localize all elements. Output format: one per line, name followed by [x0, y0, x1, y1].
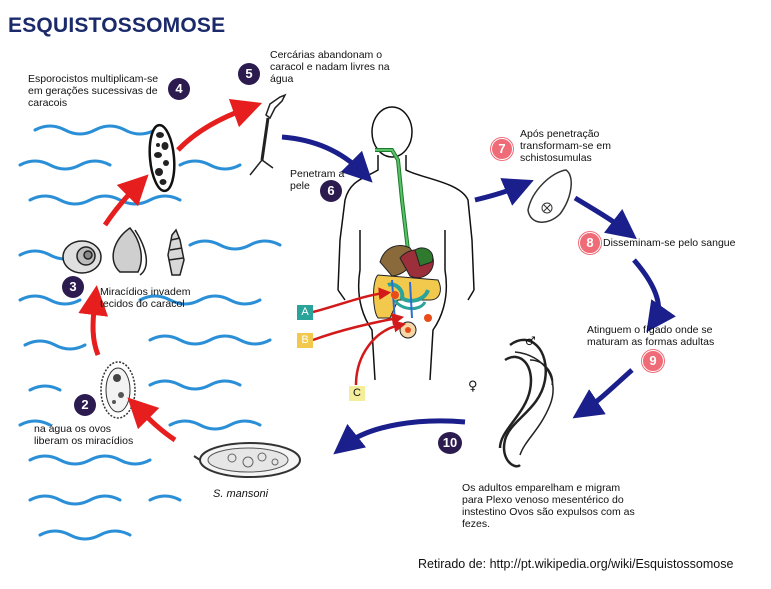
red-cycle-arrows	[78, 98, 263, 443]
entry-arrows	[312, 287, 407, 386]
step-text-4: Esporocistos multiplicam-se em gerações …	[28, 73, 159, 109]
step-text-7: Após penetração transformam-se em schist…	[520, 128, 612, 164]
step-badge-10: 10	[438, 432, 462, 454]
adult-worms-illustration	[498, 338, 554, 468]
arrow-cercaria-to-skin	[281, 134, 373, 183]
step-text-10: Os adultos emparelham e migram para Plex…	[462, 482, 635, 530]
schistosomula-illustration	[527, 169, 572, 223]
page-title: ESQUISTOSSOMOSE	[8, 14, 226, 37]
blue-cycle-arrows	[281, 134, 676, 455]
step-text-6: Penetram a pele	[290, 168, 345, 192]
female-symbol: ♀	[468, 379, 478, 394]
cercaria-illustration	[249, 93, 287, 176]
species-label: S. mansoni	[213, 488, 269, 500]
miracidium-illustration	[100, 361, 136, 419]
arrow-a	[312, 287, 392, 314]
arrow-sporocyst-to-cercaria	[176, 98, 263, 152]
step-badge-2: 2	[74, 394, 96, 416]
marker-a: A	[297, 305, 313, 320]
arrow-worms-to-egg	[333, 418, 466, 455]
step-text-9: Atinguem o fígado onde se maturam as for…	[587, 324, 715, 348]
arrow-schistosomula-to-blood	[573, 195, 637, 240]
egg-illustration	[193, 442, 301, 478]
digestive-organs-illustration	[373, 148, 441, 339]
snails-illustration	[62, 227, 185, 276]
water-waves	[18, 124, 282, 541]
marker-c: C	[349, 386, 365, 401]
step-badge-3: 3	[62, 276, 84, 298]
arrow-body-to-schistosomula	[474, 178, 534, 206]
arrow-miracidium-to-snail	[78, 285, 109, 356]
step-badge-5: 5	[238, 63, 260, 85]
arrow-liver-to-worms	[572, 368, 634, 419]
source-citation: Retirado de: http://pt.wikipedia.org/wik…	[418, 557, 734, 571]
arrow-b	[312, 312, 405, 342]
arrow-blood-to-liver	[632, 258, 676, 333]
marker-b: B	[297, 333, 313, 348]
step-text-8: Disseminam-se pelo sangue	[603, 237, 736, 249]
step-badge-6: 6	[320, 180, 342, 202]
male-symbol: ♂	[525, 334, 536, 348]
arrow-egg-to-miracidium	[127, 397, 177, 443]
step-text-3: Miracídios invadem tecidos do caracol	[100, 286, 191, 310]
sporocyst-illustration	[148, 123, 176, 193]
arrow-c	[354, 320, 407, 386]
arrow-snail-to-sporocyst	[102, 174, 149, 227]
step-text-2: na água os ovos liberam os miracídios	[34, 423, 134, 447]
step-badge-4: 4	[168, 78, 190, 100]
step-badge-9: 9	[642, 350, 664, 372]
step-text-5: Cercárias abandonam o caracol e nadam li…	[270, 49, 390, 85]
step-badge-8: 8	[579, 232, 601, 254]
step-badge-7: 7	[491, 138, 513, 160]
